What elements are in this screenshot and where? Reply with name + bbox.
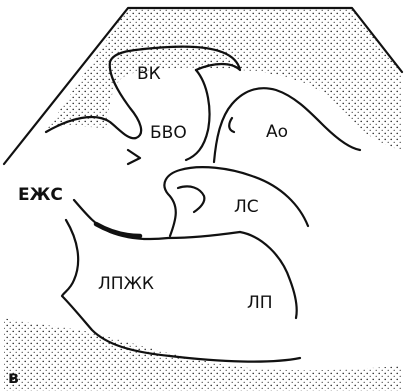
label-ezhs: ЕЖС [18,187,63,204]
label-vk: ВК [137,66,161,83]
label-ao: Ао [266,124,288,141]
label-lpzhk: ЛПЖК [98,276,154,293]
label-bvo: БВО [150,125,187,142]
label-lp: ЛП [247,295,273,312]
figure-letter: в [8,370,19,387]
label-ls: ЛС [234,199,259,216]
